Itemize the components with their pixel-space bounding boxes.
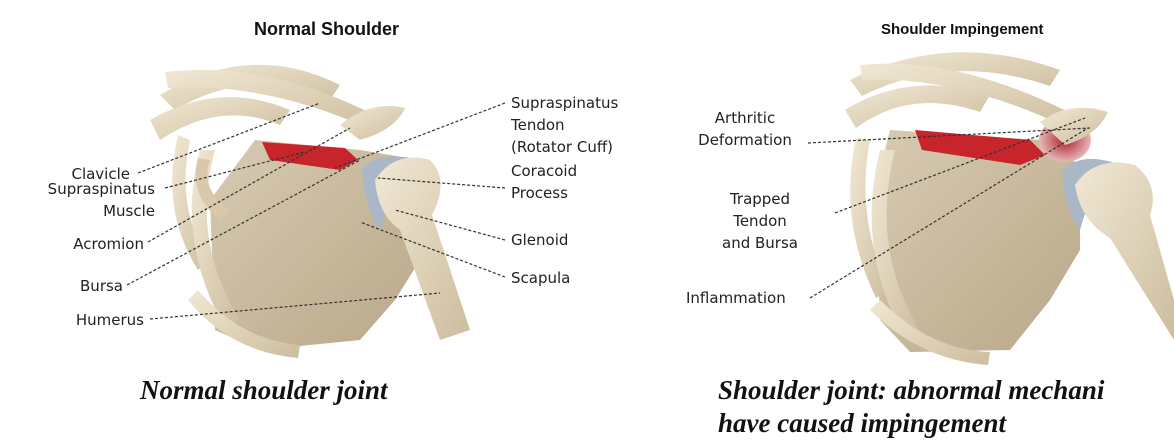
label-supraspinatus-tendon: Supraspinatus Tendon (Rotator Cuff) [511, 92, 618, 158]
caption-impingement-line1: Shoulder joint: abnormal mechani [718, 375, 1174, 405]
label-coracoid-process: Coracoid Process [511, 160, 577, 204]
label-acromion: Acromion [73, 233, 144, 255]
shoulder-impingement-title: Shoulder Impingement [881, 21, 1044, 38]
label-bursa: Bursa [80, 275, 123, 297]
label-inflammation: Inflammation [686, 287, 786, 309]
humerus-bone-right [1075, 163, 1174, 341]
normal-shoulder-illustration [150, 65, 470, 358]
normal-shoulder-title: Normal Shoulder [254, 19, 399, 40]
label-arthritic-deformation: Arthritic Deformation [690, 107, 800, 151]
label-glenoid: Glenoid [511, 229, 568, 251]
label-humerus: Humerus [76, 309, 144, 331]
label-scapula: Scapula [511, 267, 570, 289]
label-supraspinatus-muscle: Supraspinatus Muscle [48, 178, 155, 222]
impingement-shoulder-illustration [845, 52, 1174, 365]
caption-impingement-line2: have caused impingement [718, 408, 1006, 438]
label-trapped-tendon-bursa: Trapped Tendon and Bursa [715, 188, 805, 254]
caption-normal: Normal shoulder joint [140, 375, 388, 405]
